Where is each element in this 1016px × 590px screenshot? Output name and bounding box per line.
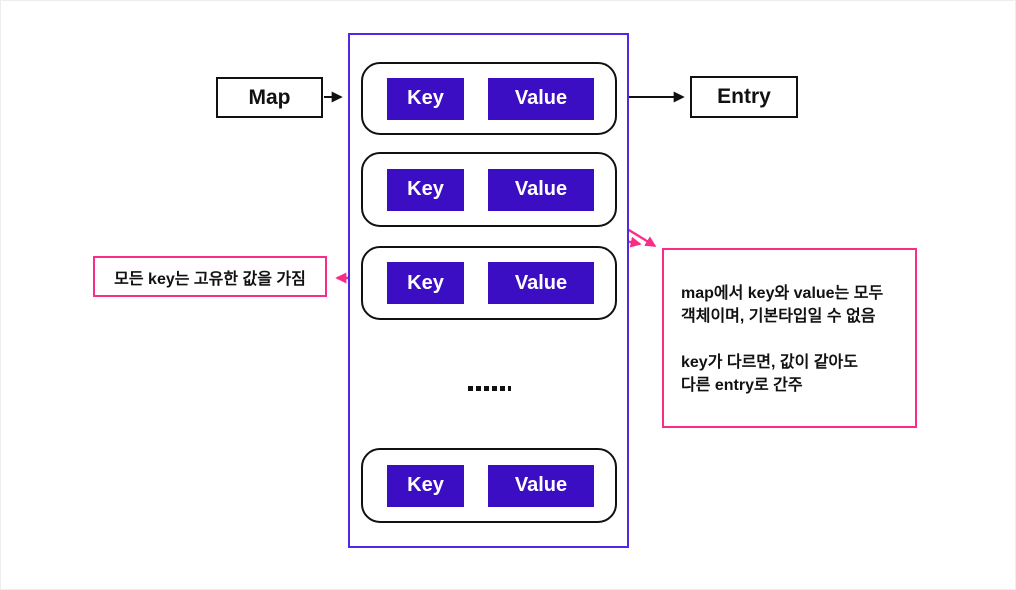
key-value-rules-note: map에서 key와 value는 모두 객체이며, 기본타입일 수 없음 ke… [662,248,917,428]
entry-row-4: Key Value [361,448,617,523]
ellipsis-dots: ...... [468,386,511,391]
value-box: Value [488,168,594,211]
note-line: map에서 key와 value는 모두 [681,285,884,302]
key-box: Key [387,464,464,507]
value-box: Value [488,464,594,507]
entry-row-3: Key Value [361,246,617,320]
key-box: Key [387,262,464,304]
note-line: 객체이며, 기본타입일 수 없음 [681,308,876,325]
entry-row-1: Key Value [361,62,617,135]
map-box: Map [216,77,323,118]
entry-box: Entry [690,76,798,118]
entry-row-2: Key Value [361,152,617,227]
value-box: Value [488,77,594,120]
key-box: Key [387,77,464,120]
unique-key-note: 모든 key는 고유한 값을 가짐 [93,256,327,297]
note-line: 다른 entry로 간주 [681,377,803,394]
note-line: key가 다르면, 값이 같아도 [681,354,858,371]
value-box: Value [488,262,594,304]
note-line [681,328,905,351]
key-box: Key [387,168,464,211]
